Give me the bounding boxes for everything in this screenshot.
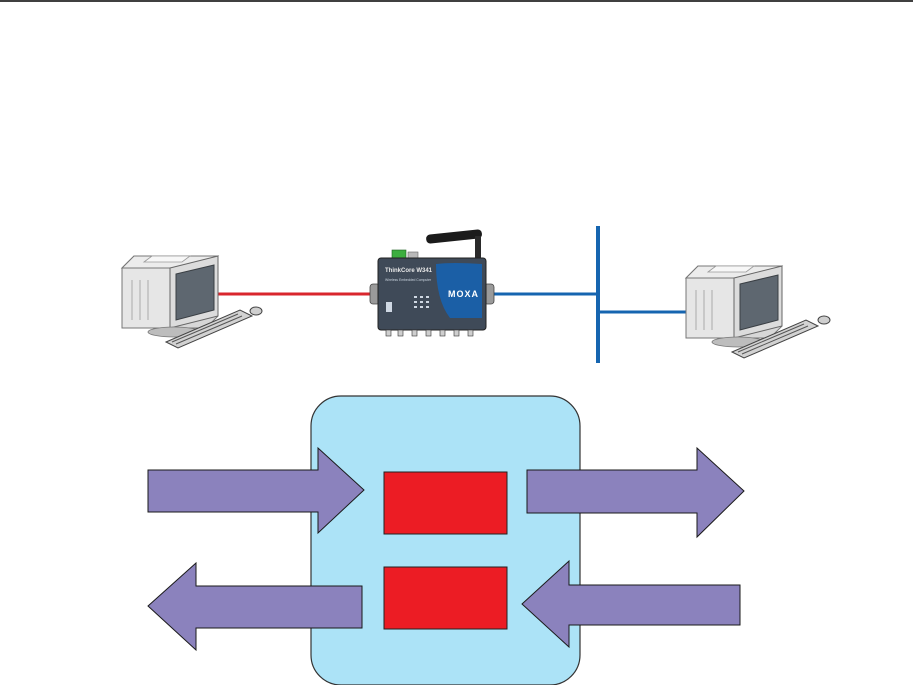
function-block-top bbox=[384, 472, 507, 534]
embedded-computer-icon: ThinkCore W341 Wireless Embedded Compute… bbox=[370, 229, 494, 336]
function-block-bottom bbox=[384, 567, 507, 629]
pc-right-icon bbox=[686, 266, 830, 358]
device-brand-label: MOXA bbox=[448, 289, 479, 299]
gateway-box bbox=[311, 396, 580, 685]
device-model-label: ThinkCore W341 bbox=[385, 268, 433, 274]
arrow-in-right bbox=[522, 561, 740, 647]
pc-left-icon bbox=[122, 256, 262, 348]
device-subtitle-label: Wireless Embedded Computer bbox=[385, 278, 432, 282]
antenna-icon bbox=[426, 229, 483, 258]
arrow-in-left bbox=[148, 448, 364, 533]
